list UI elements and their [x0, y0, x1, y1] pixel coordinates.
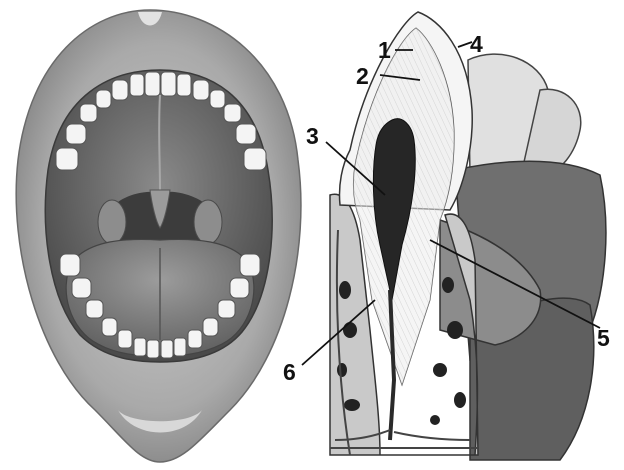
label-6: 6 [283, 359, 296, 385]
palate-raphe [159, 95, 160, 190]
tonsil-left [98, 200, 126, 244]
label-4: 4 [470, 31, 483, 57]
label-2: 2 [356, 63, 369, 89]
label-5: 5 [597, 325, 610, 351]
tonsil-right [194, 200, 222, 244]
label-1: 1 [378, 37, 391, 63]
label-3: 3 [306, 123, 319, 149]
open-mouth-drawing [16, 10, 301, 462]
tooth-section-drawing [330, 12, 606, 460]
